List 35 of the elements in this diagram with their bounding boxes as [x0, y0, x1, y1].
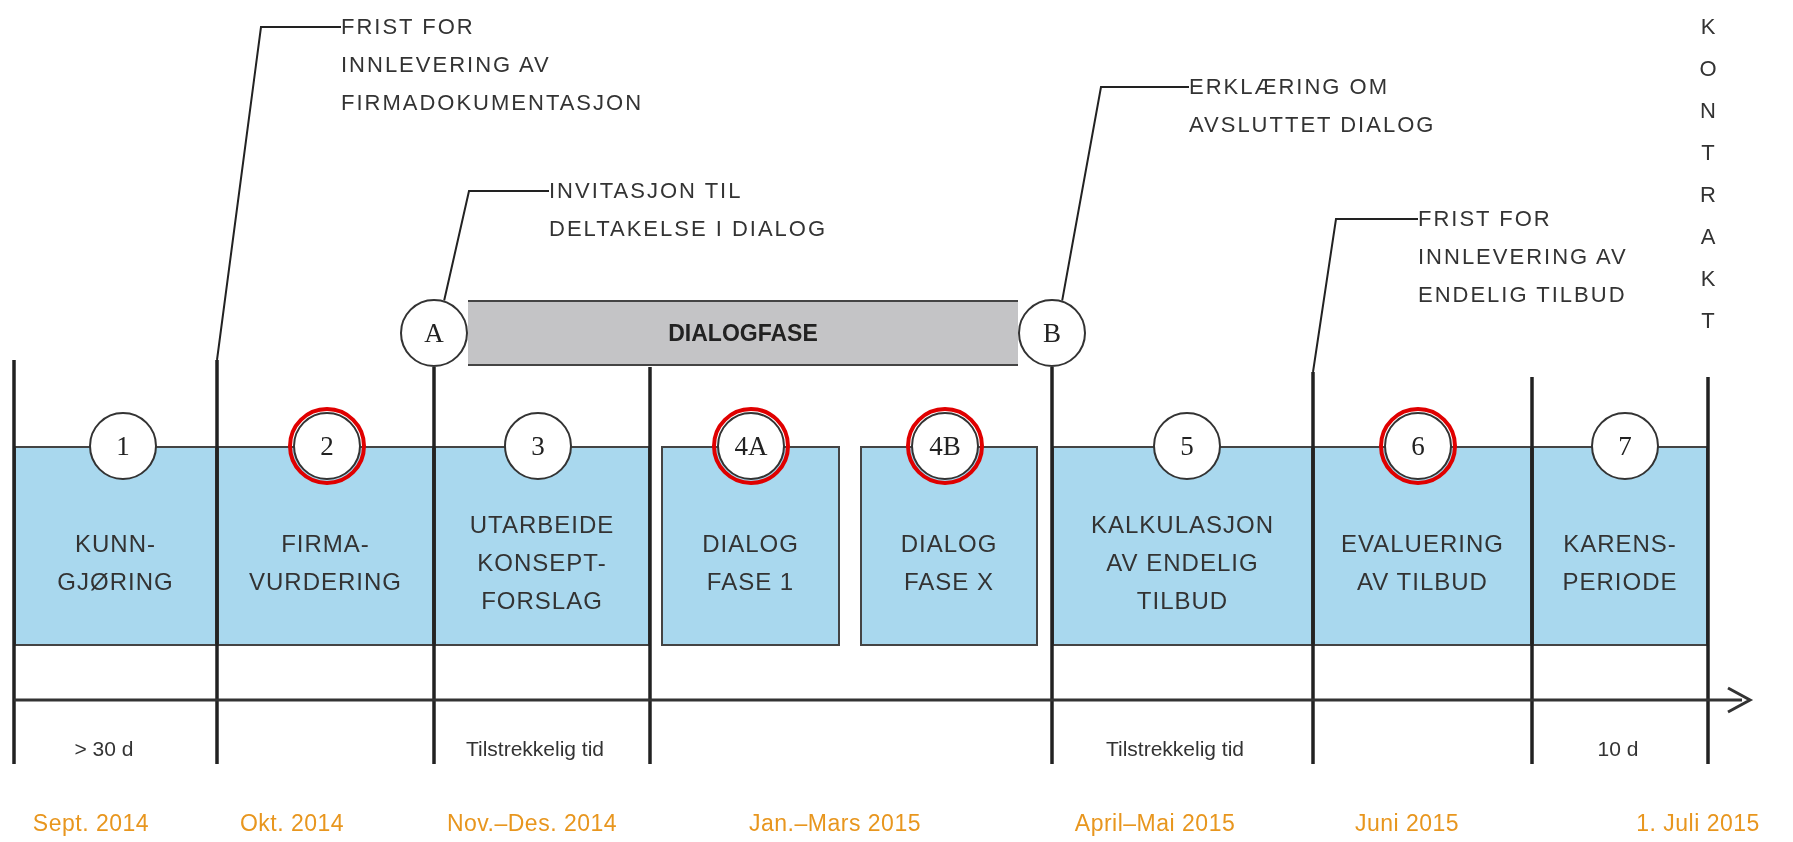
phase-name: KUNN- GJØRING	[56, 529, 175, 597]
duration-label: Tilstrekkelig tid	[1105, 737, 1245, 761]
leader-line	[216, 26, 342, 361]
callout-text: FRIST FOR INNLEVERING AV FIRMADOKUMENTASJON	[341, 8, 644, 122]
milestone-label: KONTRAKT	[1698, 13, 1718, 335]
callout-text: FRIST FOR INNLEVERING AV ENDELIG TILBUD	[1418, 200, 1673, 314]
step-number: 1	[89, 412, 157, 480]
leader-line	[1312, 218, 1419, 373]
date-label: Nov.–Des. 2014	[446, 809, 618, 837]
step-number: 3	[504, 412, 572, 480]
callout-text: ERKLÆRING OM AVSLUTTET DIALOG	[1189, 68, 1454, 144]
date-label: Jan.–Mars 2015	[749, 809, 921, 837]
step-number: 7	[1591, 412, 1659, 480]
date-label: 1. Juli 2015	[1636, 809, 1760, 837]
step-number: 5	[1153, 412, 1221, 480]
date-label: Sept. 2014	[32, 809, 150, 837]
step-number: A	[400, 299, 468, 367]
step-number: B	[1018, 299, 1086, 367]
phase-name: FIRMA- VURDERING	[248, 529, 403, 597]
phase-band: DIALOGFASE	[468, 300, 1018, 366]
leader-line	[1061, 86, 1190, 302]
phase-name: UTARBEIDE KONSEPT- FORSLAG	[468, 510, 616, 616]
phase-name: DIALOG FASE X	[899, 529, 999, 597]
phase-name: EVALUERING AV TILBUD	[1340, 529, 1505, 597]
date-label: Okt. 2014	[239, 809, 345, 837]
leader-line	[443, 190, 550, 302]
phase-name: KARENS- PERIODE	[1561, 529, 1679, 597]
duration-label: 10 d	[1597, 737, 1639, 761]
date-label: April–Mai 2015	[1074, 809, 1236, 837]
phase-name: KALKULASJON AV ENDELIG TILBUD	[1090, 510, 1275, 616]
callout-text: INVITASJON TIL DELTAKELSE I DIALOG	[549, 172, 834, 248]
duration-label: Tilstrekkelig tid	[465, 737, 605, 761]
date-label: Juni 2015	[1354, 809, 1460, 837]
phase-name: DIALOG FASE 1	[701, 529, 800, 597]
duration-label: > 30 d	[74, 737, 134, 761]
